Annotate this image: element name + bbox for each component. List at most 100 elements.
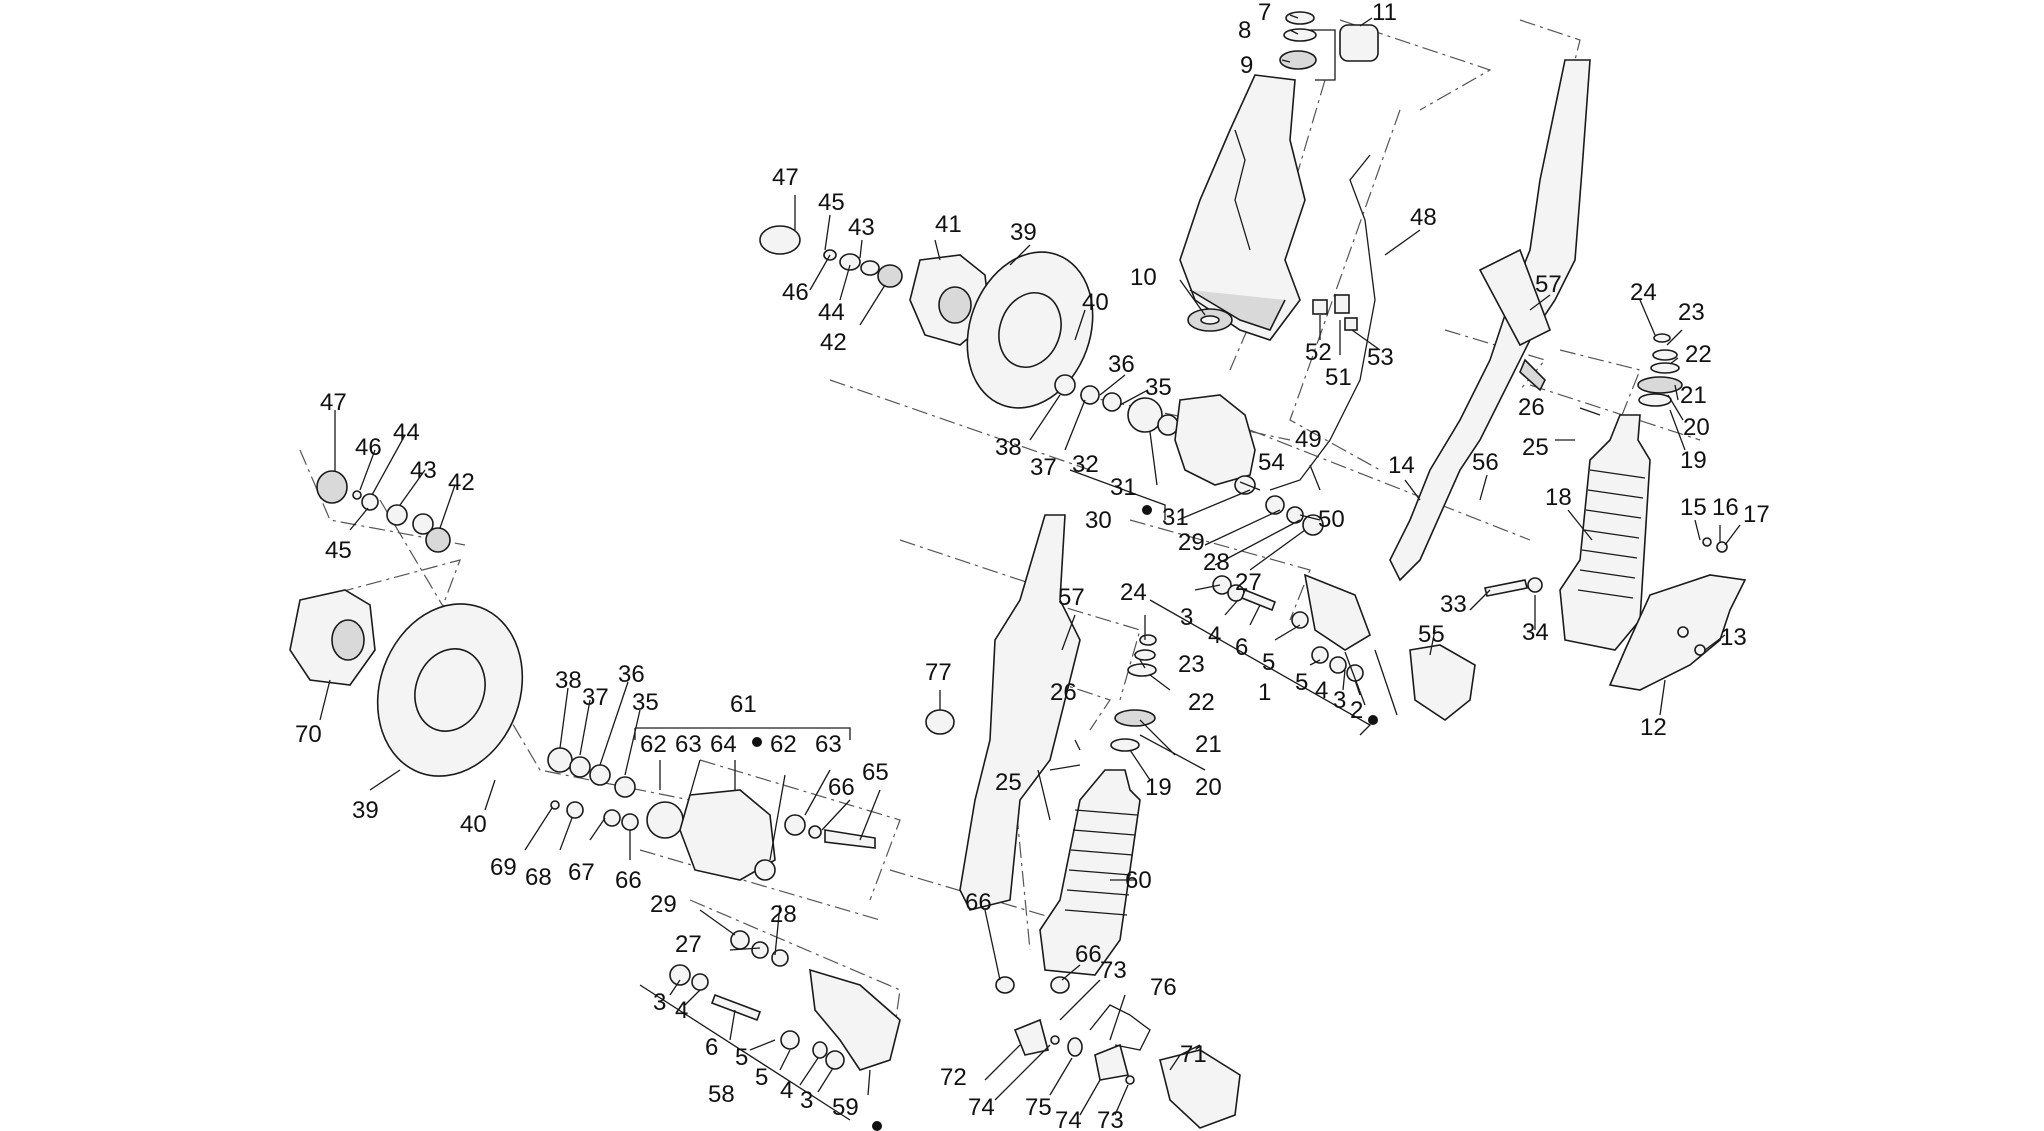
- leader-lines: [319, 14, 1741, 1116]
- label-8: 8: [1238, 17, 1251, 44]
- label-63-b: 63: [815, 731, 842, 758]
- label-32: 32: [1072, 451, 1099, 478]
- label-35-lower: 35: [632, 689, 659, 716]
- label-45-lower: 45: [325, 537, 352, 564]
- label-37-lower: 37: [582, 684, 609, 711]
- label-22-lower: 22: [1188, 689, 1215, 716]
- label-38-upper: 38: [995, 434, 1022, 461]
- label-76: 76: [1150, 974, 1177, 1001]
- label-21-lower: 21: [1195, 731, 1222, 758]
- label-12: 12: [1640, 714, 1667, 741]
- label-17: 17: [1743, 501, 1770, 528]
- label-27-upper: 27: [1235, 569, 1262, 596]
- label-65: 65: [862, 759, 889, 786]
- label-39-lower: 39: [352, 797, 379, 824]
- label-31-a: 31: [1110, 474, 1137, 501]
- upper-assembly-parts: [759, 11, 1747, 721]
- label-34: 34: [1522, 619, 1549, 646]
- label-24-lower: 24: [1120, 579, 1147, 606]
- label-4-upper: 4: [1208, 622, 1221, 649]
- label-44: 44: [818, 299, 845, 326]
- label-10: 10: [1130, 264, 1157, 291]
- label-47: 47: [772, 164, 799, 191]
- label-14: 14: [1388, 452, 1415, 479]
- label-66-c: 66: [965, 889, 992, 916]
- label-74-a: 74: [968, 1094, 995, 1121]
- label-77: 77: [925, 659, 952, 686]
- label-6-upper: 6: [1235, 634, 1248, 661]
- label-4-lower-a: 4: [675, 997, 688, 1024]
- label-55: 55: [1418, 621, 1445, 648]
- label-45: 45: [818, 189, 845, 216]
- label-67: 67: [568, 859, 595, 886]
- label-41: 41: [935, 211, 962, 238]
- label-16: 16: [1712, 494, 1739, 521]
- label-44-lower: 44: [393, 419, 420, 446]
- label-23-lower: 23: [1178, 651, 1205, 678]
- label-3-lower-b: 3: [800, 1087, 813, 1114]
- label-43-lower: 43: [410, 457, 437, 484]
- label-29-lower: 29: [650, 891, 677, 918]
- label-2: 2: [1350, 697, 1363, 724]
- label-69: 69: [490, 854, 517, 881]
- label-4-lower-b: 4: [780, 1077, 793, 1104]
- label-63-a: 63: [675, 731, 702, 758]
- label-3-upper-b: 3: [1333, 687, 1346, 714]
- label-30: 30: [1085, 507, 1112, 534]
- label-33: 33: [1440, 591, 1467, 618]
- label-13: 13: [1720, 624, 1747, 651]
- label-60: 60: [1125, 867, 1152, 894]
- label-26: 26: [1518, 394, 1545, 421]
- label-52: 52: [1305, 339, 1332, 366]
- label-20: 20: [1683, 414, 1710, 441]
- label-20-lower: 20: [1195, 774, 1222, 801]
- label-28-upper: 28: [1203, 549, 1230, 576]
- label-54: 54: [1258, 449, 1285, 476]
- label-11: 11: [1372, 0, 1397, 26]
- label-24: 24: [1630, 279, 1657, 306]
- label-18: 18: [1545, 484, 1572, 511]
- label-46: 46: [782, 279, 809, 306]
- label-51: 51: [1325, 364, 1352, 391]
- label-68: 68: [525, 864, 552, 891]
- label-25-lower: 25: [995, 769, 1022, 796]
- label-39-upper: 39: [1010, 219, 1037, 246]
- label-37-upper: 37: [1030, 454, 1057, 481]
- label-64: 64: [710, 731, 737, 758]
- label-3-lower-a: 3: [653, 989, 666, 1016]
- assembly-guide-lines: [299, 19, 1701, 1061]
- label-73-a: 73: [1100, 957, 1127, 984]
- label-74-b: 74: [1055, 1107, 1082, 1131]
- label-5-lower-b: 5: [755, 1064, 768, 1091]
- label-31-b: 31: [1162, 504, 1189, 531]
- label-25: 25: [1522, 434, 1549, 461]
- label-62-b: 62: [770, 731, 797, 758]
- label-28-lower: 28: [770, 901, 797, 928]
- label-23: 23: [1678, 299, 1705, 326]
- label-49: 49: [1295, 426, 1322, 453]
- label-53: 53: [1367, 344, 1394, 371]
- label-42: 42: [820, 329, 847, 356]
- label-22: 22: [1685, 341, 1712, 368]
- label-3-upper: 3: [1180, 604, 1193, 631]
- label-71: 71: [1180, 1041, 1207, 1068]
- label-72: 72: [940, 1064, 967, 1091]
- label-38-lower: 38: [555, 667, 582, 694]
- label-57: 57: [1535, 271, 1562, 298]
- label-66-d: 66: [1075, 941, 1102, 968]
- label-40-lower: 40: [460, 811, 487, 838]
- label-50: 50: [1318, 506, 1345, 533]
- label-4-upper-b: 4: [1315, 677, 1328, 704]
- label-73-b: 73: [1097, 1107, 1124, 1131]
- label-75: 75: [1025, 1094, 1052, 1121]
- label-19-lower: 19: [1145, 774, 1172, 801]
- label-56: 56: [1472, 449, 1499, 476]
- label-15: 15: [1680, 494, 1707, 521]
- label-9: 9: [1240, 52, 1253, 79]
- label-7: 7: [1258, 0, 1271, 26]
- label-1: 1: [1258, 679, 1271, 706]
- label-5-lower-a: 5: [735, 1044, 748, 1071]
- label-58: 58: [708, 1081, 735, 1108]
- label-46-lower: 46: [355, 434, 382, 461]
